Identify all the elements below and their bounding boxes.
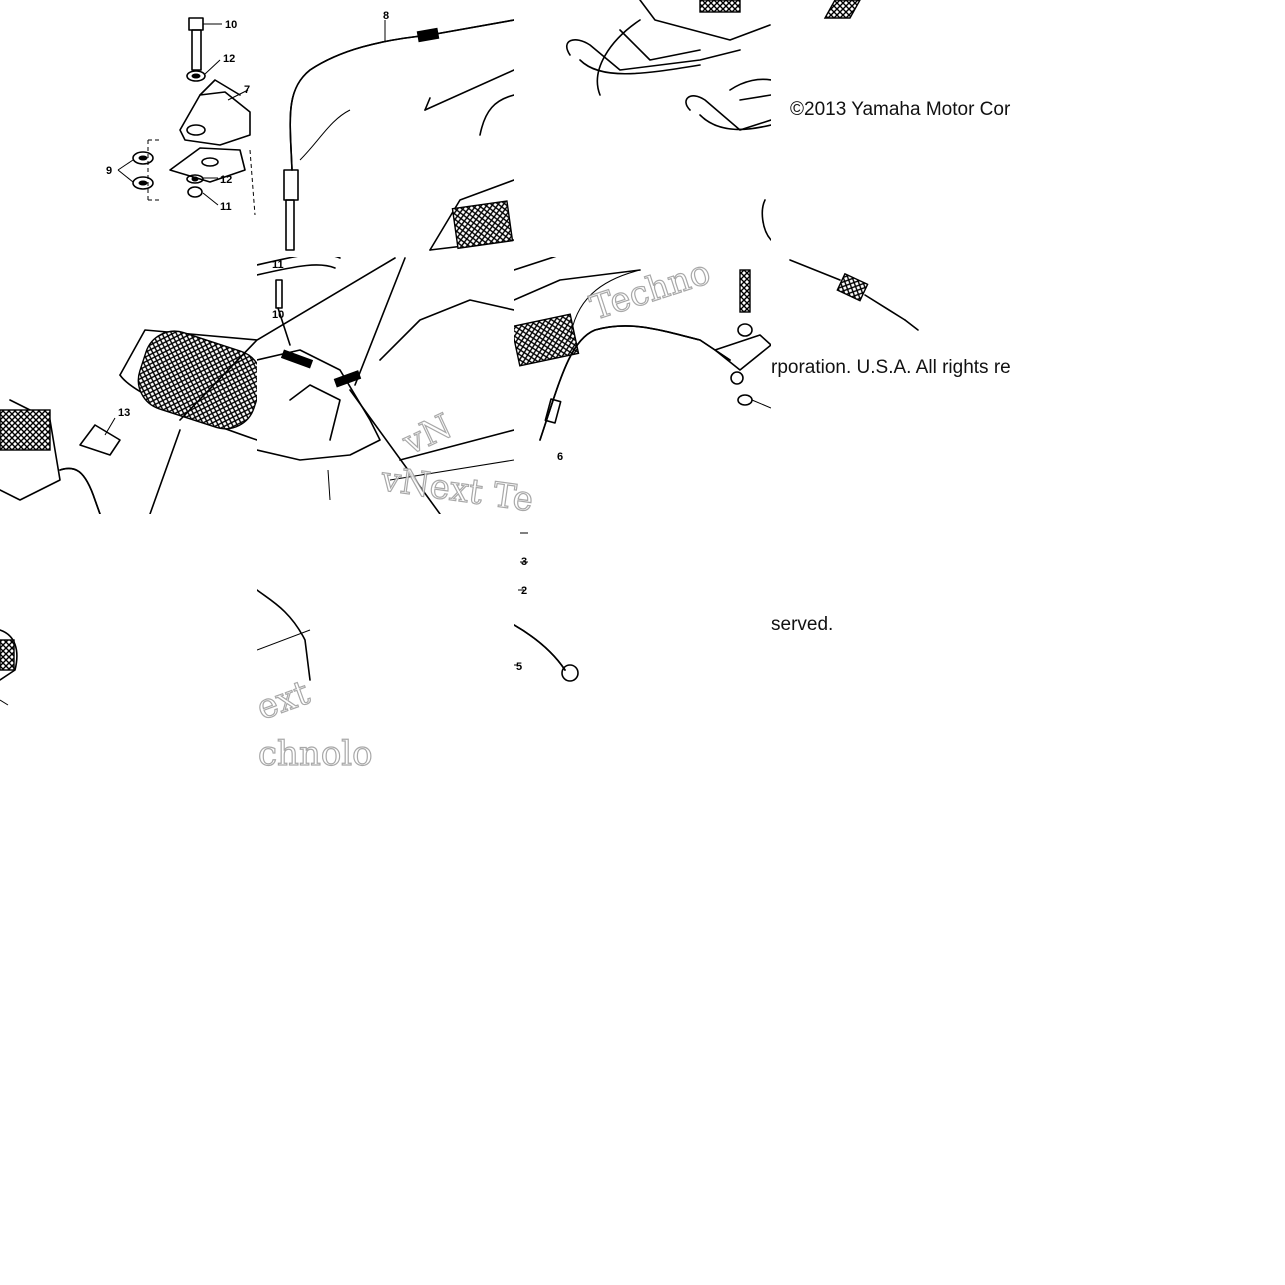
callout-3: 3 bbox=[521, 556, 527, 568]
brand-badge: YAMAHA bbox=[590, 246, 637, 258]
watermark-b: vNext Te bbox=[378, 459, 536, 520]
tile-lower-left bbox=[0, 629, 18, 706]
tile-bracket-hardware bbox=[117, 17, 256, 216]
tile-lever bbox=[514, 532, 579, 682]
corner-fragment bbox=[823, 0, 861, 19]
callout-6: 6 bbox=[557, 451, 563, 463]
callout-9: 9 bbox=[106, 165, 112, 177]
handlebar-grip bbox=[137, 330, 257, 430]
watermark-a: Techno bbox=[585, 252, 715, 328]
callout-7: 7 bbox=[244, 84, 250, 96]
watermark-e: chnolo bbox=[258, 734, 373, 774]
watermark-c: vN bbox=[396, 406, 458, 463]
callout-5: 5 bbox=[516, 661, 522, 673]
tile-skis bbox=[566, 0, 771, 241]
tile-hood-center bbox=[257, 257, 514, 514]
tile-lower-center bbox=[257, 589, 311, 681]
tile-grip bbox=[0, 329, 257, 514]
callout-13: 13 bbox=[118, 407, 130, 419]
watermark: Techno vNext Te vN ext chnolo bbox=[251, 252, 716, 775]
tile-throttle: YAMAHA bbox=[514, 246, 771, 441]
cable-end-fragment bbox=[789, 259, 919, 331]
callout-10b: 10 bbox=[272, 309, 284, 321]
watermark-d: ext bbox=[251, 673, 315, 729]
callout-12: 12 bbox=[223, 53, 235, 65]
callout-2: 2 bbox=[521, 585, 527, 597]
callout-11b: 11 bbox=[272, 259, 284, 271]
callout-12b: 12 bbox=[220, 174, 232, 186]
copyright-line-3: served. bbox=[771, 614, 834, 635]
callout-10: 10 bbox=[225, 19, 237, 31]
copyright-line-1: ©2013 Yamaha Motor Cor bbox=[790, 99, 1011, 120]
callout-8: 8 bbox=[383, 10, 389, 22]
copyright-line-2: rporation. U.S.A. All rights re bbox=[771, 357, 1011, 378]
callout-11: 11 bbox=[220, 201, 232, 213]
tile-cable-hood bbox=[283, 19, 514, 251]
